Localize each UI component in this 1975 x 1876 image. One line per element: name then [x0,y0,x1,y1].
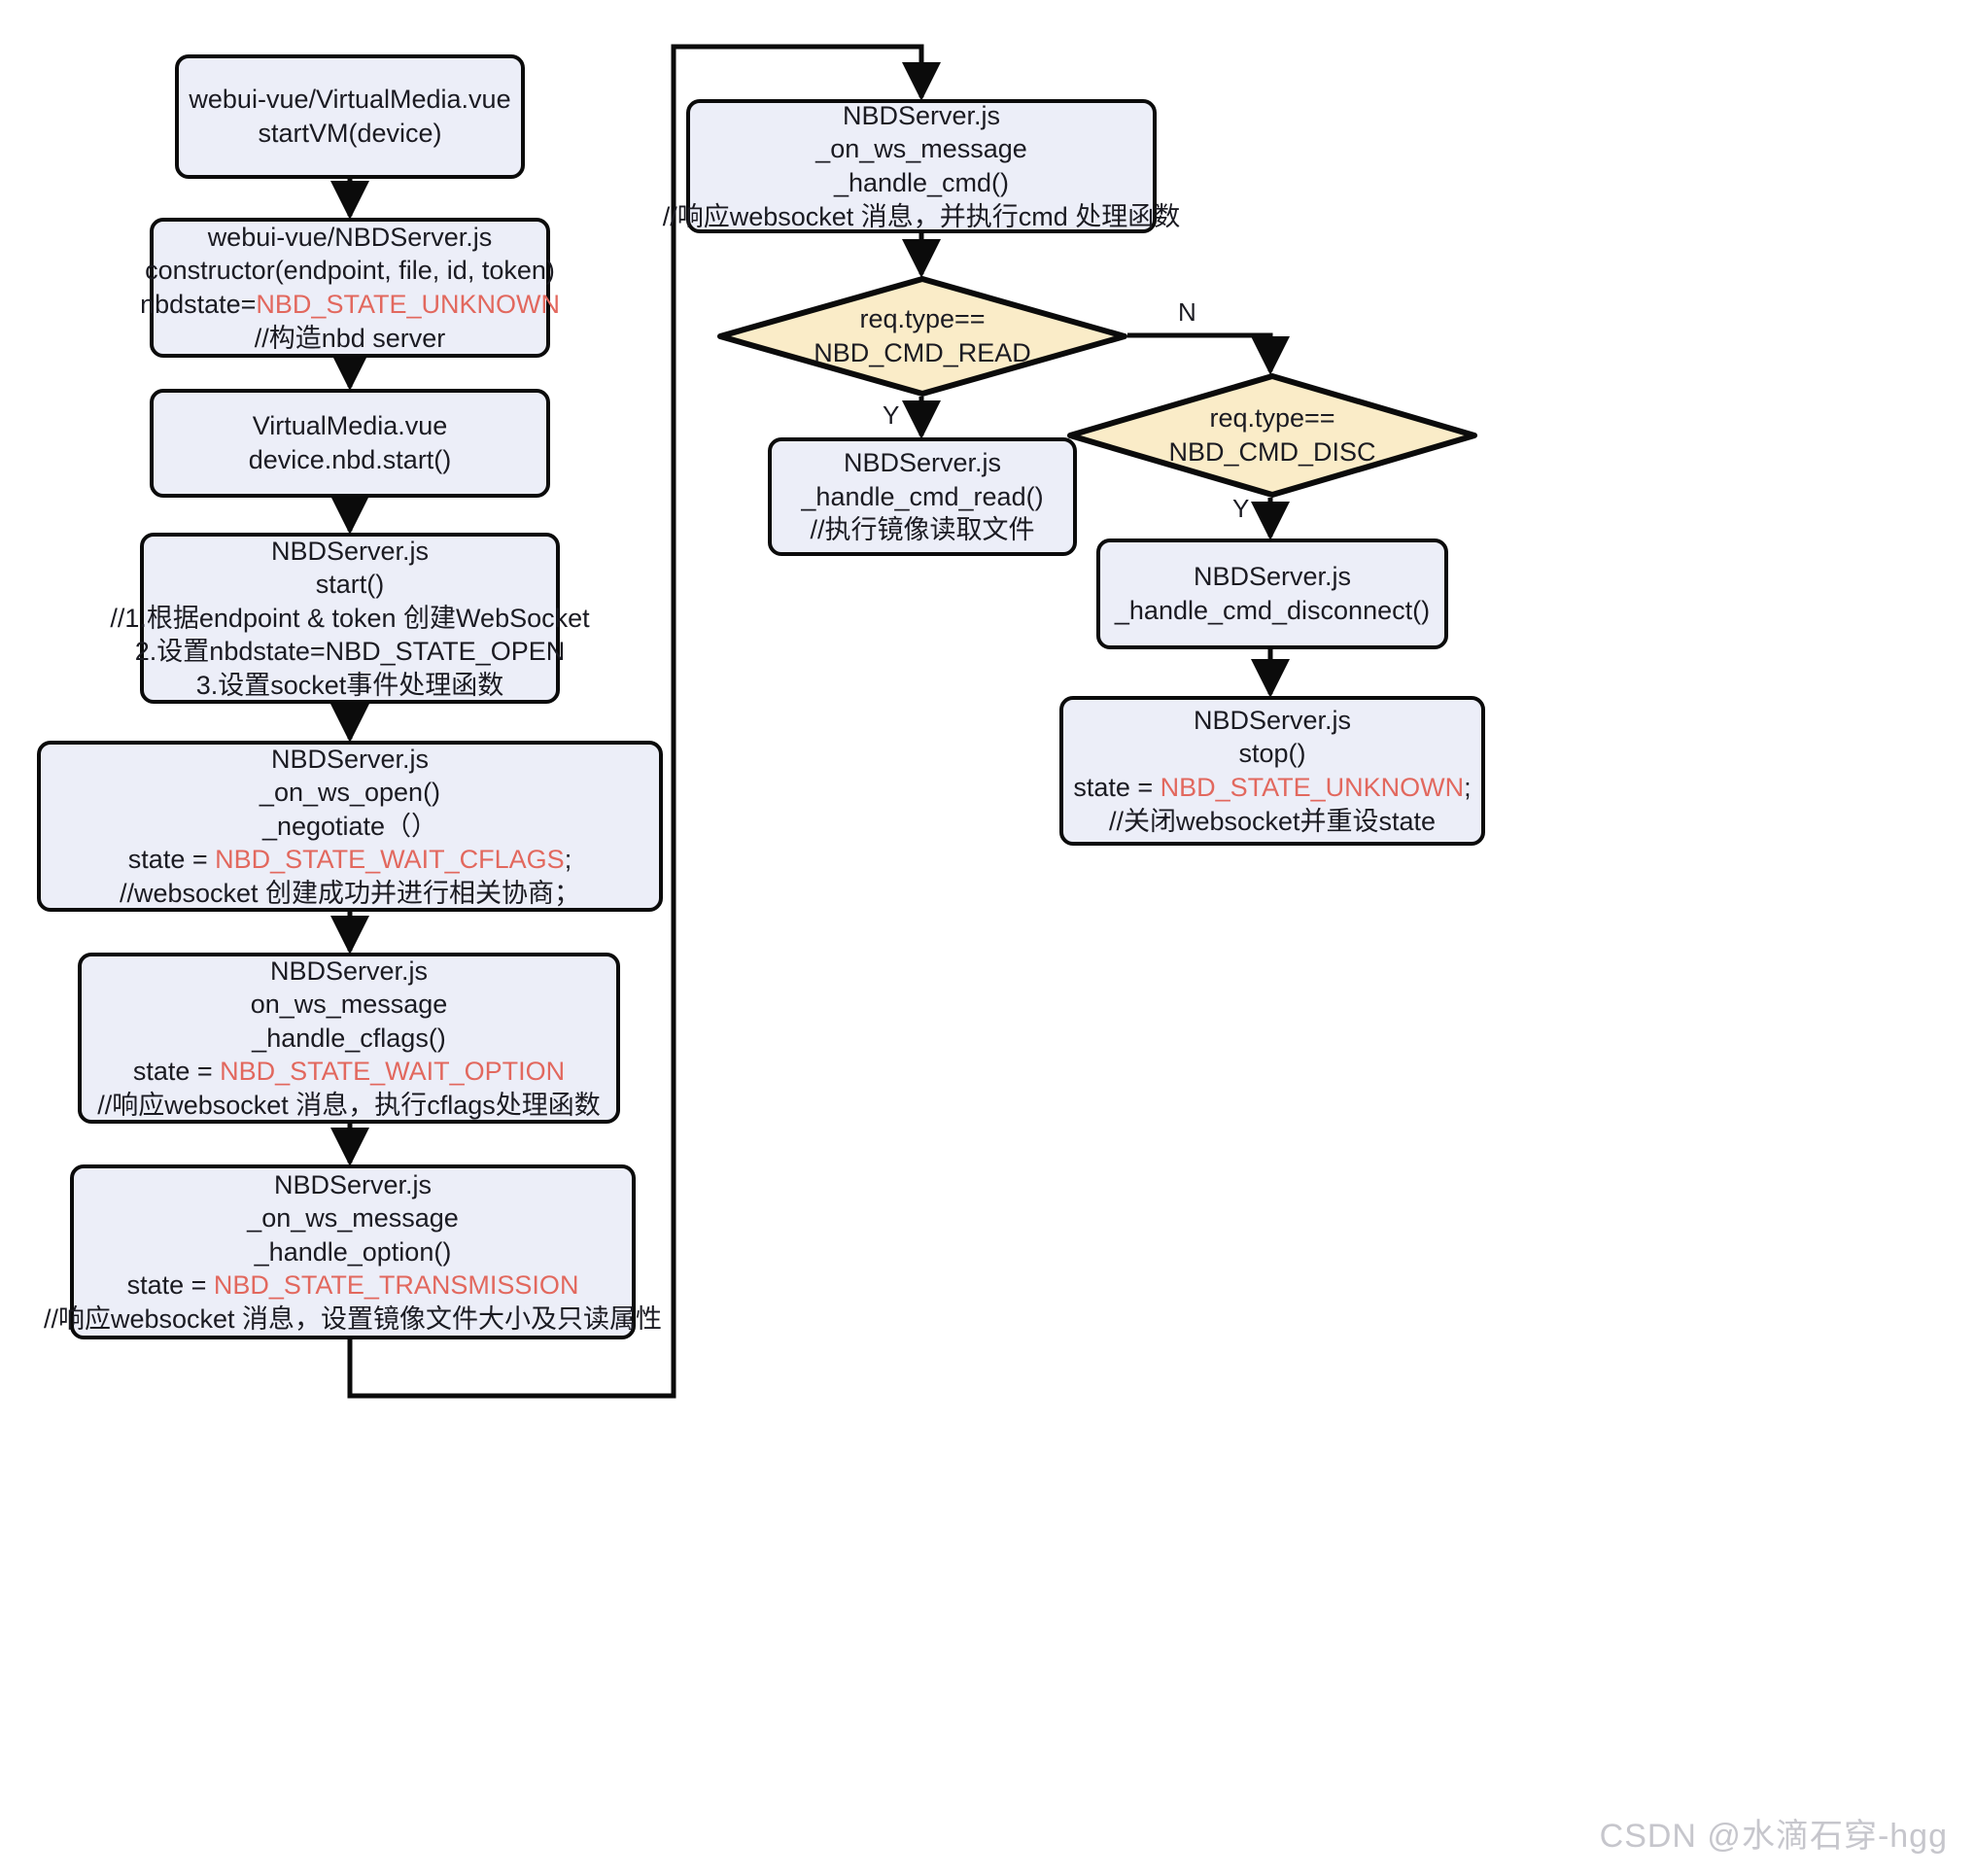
node-line: _handle_cmd() [833,168,1010,197]
state-value: NBD_STATE_UNKNOWN [256,290,560,319]
node-line: on_ws_message [250,990,448,1020]
node-line: //构造nbd server [254,323,446,353]
state-suffix: ; [1464,773,1472,802]
node-line: //websocket 创建成功并进行相关协商； [119,878,581,908]
node-line: NBDServer.js [273,1169,433,1199]
node-line: //响应websocket 消息，并执行cmd 处理函数 [662,201,1181,231]
node-line: 2.设置nbdstate=NBD_STATE_OPEN [134,637,566,667]
edge-label-read-no: N [1178,297,1196,327]
node-handle-option[interactable]: NBDServer.js _on_ws_message _handle_opti… [44,1164,662,1339]
edge-label-read-yes: Y [883,400,900,430]
node-line: //响应websocket 消息，设置镜像文件大小及只读属性 [43,1303,663,1334]
node-nbd-stop[interactable]: NBDServer.js stop() state = NBD_STATE_UN… [1059,696,1485,846]
node-line: _handle_option() [254,1236,452,1267]
node-line: _negotiate（） [261,811,438,841]
node-line-state: state = NBD_STATE_TRANSMISSION [127,1268,579,1303]
state-prefix: state = [127,845,216,875]
node-line: //1.根据endpoint & token 创建WebSocket [110,603,590,633]
node-line: NBDServer.js [1193,705,1352,735]
node-line: NBDServer.js [1193,562,1352,592]
node-nbd-start[interactable]: NBDServer.js start() //1.根据endpoint & to… [110,533,590,704]
node-line: _on_ws_message [815,134,1027,164]
state-suffix: ; [564,845,572,875]
watermark: CSDN @水滴石穿-hgg [1599,1818,1948,1855]
node-line-state: state = NBD_STATE_UNKNOWN; [1073,771,1471,805]
node-line: _on_ws_open() [259,778,441,808]
node-line: NBDServer.js [842,100,1001,130]
state-prefix: state = [1073,773,1161,802]
node-line: stop() [1238,739,1306,769]
node-line: NBDServer.js [270,536,430,566]
node-handle-cmd-disconnect[interactable]: NBDServer.js _handle_cmd_disconnect() [1096,538,1448,649]
node-line-state: state = NBD_STATE_WAIT_CFLAGS; [128,843,572,877]
node-line: //关闭websocket并重设state [1108,806,1437,836]
node-line: constructor(endpoint, file, id, token) [145,256,555,286]
node-line: device.nbd.start() [248,445,452,474]
node-handle-cflags[interactable]: NBDServer.js on_ws_message _handle_cflag… [78,953,620,1124]
node-line: NBDServer.js [269,955,429,986]
node-line: 3.设置socket事件处理函数 [195,670,504,700]
node-line: NBDServer.js [270,744,430,774]
state-value: NBD_STATE_WAIT_OPTION [220,1057,566,1087]
state-value: NBD_STATE_WAIT_CFLAGS [215,845,565,875]
state-value: NBD_STATE_UNKNOWN [1160,773,1465,802]
node-line: startVM(device) [258,119,442,148]
node-line: _handle_cmd_disconnect() [1114,596,1431,625]
node-line: NBDServer.js [843,448,1002,478]
node-line: _handle_cmd_read() [801,481,1044,511]
node-line-state: nbdstate=NBD_STATE_UNKNOWN [140,288,560,322]
edge-label-disc-yes: Y [1232,494,1250,523]
node-device-nbd-start[interactable]: VirtualMedia.vue device.nbd.start() [150,389,550,498]
node-line: _on_ws_message [247,1203,459,1233]
decision-shape [1067,373,1477,498]
edge-decisionread-no-to-decisiondisc [1127,332,1290,376]
node-line-state: state = NBD_STATE_WAIT_OPTION [133,1055,565,1089]
node-handle-cmd-read[interactable]: NBDServer.js _handle_cmd_read() //执行镜像读取… [768,437,1077,556]
node-nbd-constructor[interactable]: webui-vue/NBDServer.js constructor(endpo… [140,218,560,358]
state-value: NBD_STATE_TRANSMISSION [213,1270,579,1301]
decision-shape [717,276,1127,397]
node-line: //执行镜像读取文件 [810,515,1035,545]
state-prefix: nbdstate= [140,290,257,319]
node-line: VirtualMedia.vue [252,411,448,441]
node-line: webui-vue/VirtualMedia.vue [189,85,511,115]
node-line: webui-vue/NBDServer.js [207,222,493,252]
node-on-ws-open[interactable]: NBDServer.js _on_ws_open() _negotiate（） … [37,741,663,912]
node-decision-read[interactable]: req.type== NBD_CMD_READ [717,276,1127,397]
node-line: _handle_cflags() [252,1023,446,1053]
node-handle-cmd[interactable]: NBDServer.js _on_ws_message _handle_cmd(… [663,99,1180,233]
node-start-vm[interactable]: webui-vue/VirtualMedia.vue startVM(devic… [175,54,525,179]
node-line: start() [315,570,385,600]
node-decision-disc[interactable]: req.type== NBD_CMD_DISC [1067,373,1477,498]
state-prefix: state = [132,1057,221,1087]
state-prefix: state = [126,1270,214,1301]
node-line: //响应websocket 消息，执行cflags处理函数 [97,1090,601,1120]
